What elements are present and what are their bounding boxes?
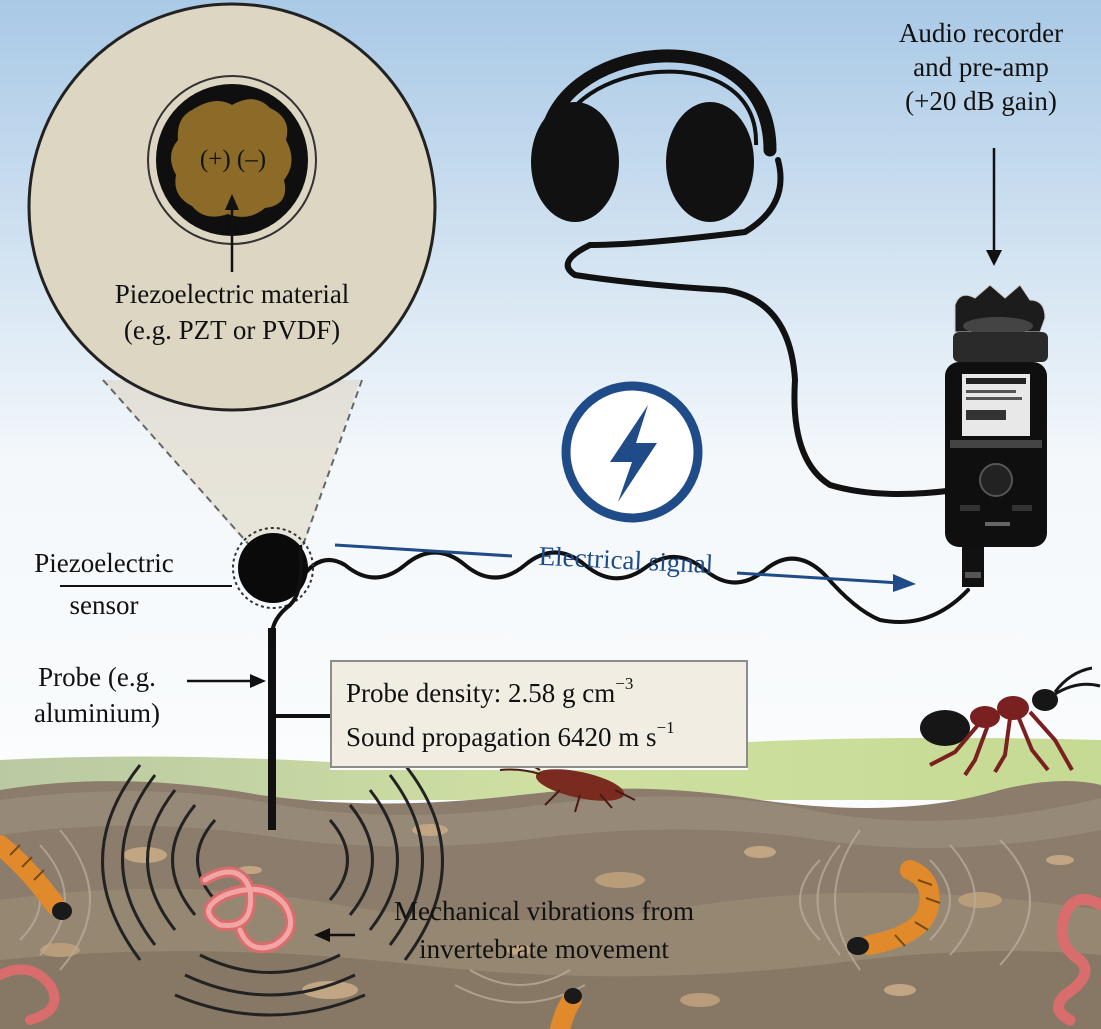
sound-propagation-text: Sound propagation 6420 m s−1 xyxy=(346,718,675,752)
worm-icon xyxy=(1053,893,1101,1026)
larva-icon xyxy=(847,860,941,955)
zoom-cone xyxy=(103,380,360,548)
audio-recorder-icon xyxy=(945,284,1048,587)
headphones-icon xyxy=(531,49,958,497)
polarity-label: (+) (–) xyxy=(178,144,288,176)
piezo-material-label: Piezoelectric material (e.g. PZT or PVDF… xyxy=(114,279,350,345)
cockroach-icon xyxy=(494,751,636,813)
probe-info-box: Probe density: 2.58 g cm−3 Sound propaga… xyxy=(330,660,748,768)
worm-icon xyxy=(0,964,60,1025)
signal-arrow xyxy=(334,543,901,585)
vibration-waves-faint xyxy=(19,829,1031,1004)
ant-icon xyxy=(920,666,1101,777)
vibration-waves xyxy=(101,764,444,1017)
negative-terminal-label: (–) xyxy=(236,146,267,173)
positive-terminal-label: (+) xyxy=(199,146,231,173)
vibrations-label: Mechanical vibrations from invertebrate … xyxy=(394,896,694,964)
probe-label: Probe (e.g. aluminium) xyxy=(34,662,160,728)
larva-icon xyxy=(550,988,582,1029)
probe-density-text: Probe density: 2.58 g cm−3 xyxy=(346,674,634,708)
sensor-label: Piezoelectric sensor xyxy=(34,548,174,620)
signal-cable xyxy=(298,550,970,624)
lightning-bolt-icon xyxy=(561,381,703,523)
piezo-material-disc xyxy=(170,99,292,217)
larva-icon xyxy=(0,835,72,920)
recorder-label: Audio recorder and pre-amp (+20 dB gain) xyxy=(898,18,1064,116)
piezo-sensor-icon xyxy=(232,527,314,609)
